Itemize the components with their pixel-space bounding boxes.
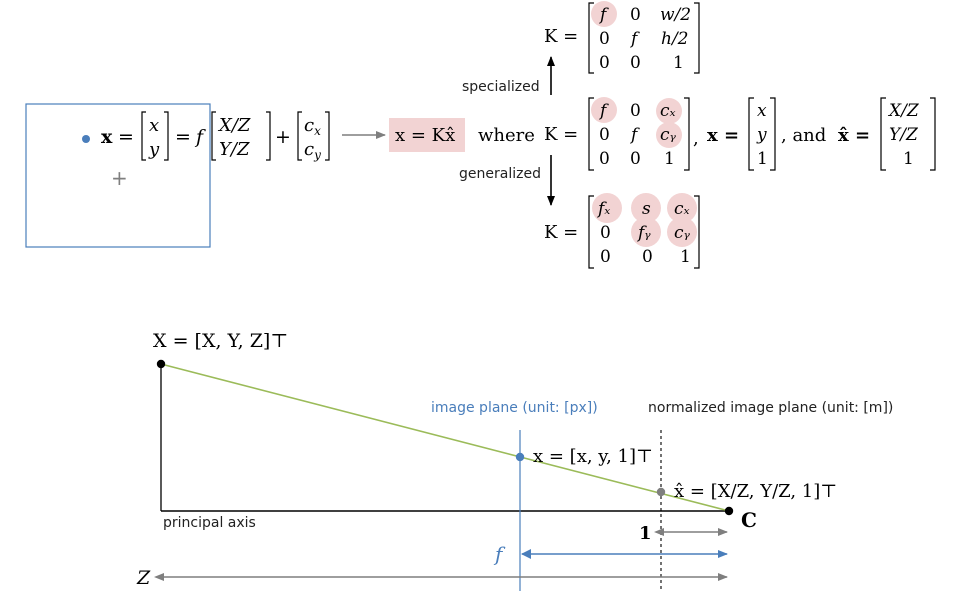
mat-m-20: 0 (599, 149, 610, 169)
focal-length-label: f (493, 542, 506, 566)
mat-s-02: w/2 (660, 5, 691, 25)
K-generalized-label: K = (544, 222, 578, 243)
principal-axis-label: principal axis (163, 515, 256, 531)
camera-center-dot (724, 506, 734, 516)
eq-equals-2: = (175, 126, 191, 148)
projection-ray (160, 363, 730, 512)
eq-cx: c (304, 115, 314, 136)
mat-s-12: h/2 (661, 29, 689, 49)
mat-m-01: 0 (630, 101, 641, 121)
mat-g-22: 1 (680, 247, 691, 267)
eq-f: f (194, 126, 206, 148)
mat-g-20: 0 (600, 247, 611, 267)
image-point (82, 135, 90, 143)
mat-g-00: fₓ (596, 199, 610, 219)
mat-s-21: 0 (630, 53, 641, 73)
eq-equals-1: = (118, 126, 134, 148)
eq-vec-x: x (149, 115, 159, 136)
and-text: , and (781, 125, 826, 146)
matrix-form-box (389, 118, 465, 152)
mat-s-01: 0 (630, 5, 641, 25)
mat-m-11: f (629, 125, 640, 145)
image-frame (25, 103, 211, 248)
eq-cy: c (304, 139, 314, 160)
mat-m-22: 1 (664, 149, 675, 169)
xhat-vec-1: Y/Z (889, 125, 919, 145)
normalized-point-dot (656, 487, 666, 497)
normalized-point-label: x̂ = [X/Z, Y/Z, 1]⊤ (674, 481, 837, 502)
matrix-form-label: x = Kx̂ (395, 125, 455, 146)
eq-x-bold: x (101, 126, 113, 148)
image-plane-label: image plane (unit: [px]) (431, 400, 598, 416)
image-point-label: x = [x, y, 1]⊤ (533, 446, 653, 467)
specialized-label: specialized (462, 79, 540, 95)
mat-s-20: 0 (599, 53, 610, 73)
comma-1: , (693, 128, 699, 149)
xhat-vec-label: x̂ = (838, 125, 870, 146)
principal-point-marker: + (111, 166, 128, 190)
unit-distance-label: 1 (639, 523, 652, 544)
svg-text:cx: cx (304, 115, 321, 138)
depth-label: Z (136, 567, 151, 589)
where-text: where (478, 125, 535, 146)
K-specialized-label: K = (544, 26, 578, 47)
mat-m-10: 0 (599, 125, 610, 145)
svg-text:cy: cy (304, 139, 321, 162)
eq-yz: Y/Z (219, 139, 250, 160)
eq-cy-sub: y (313, 148, 321, 162)
K-middle-label: K = (544, 124, 578, 145)
mat-g-11: fᵧ (636, 223, 651, 243)
eq-vec-y: y (148, 139, 160, 160)
xhat-vec-0: X/Z (887, 101, 920, 121)
world-point-label: X = [X, Y, Z]⊤ (153, 330, 288, 352)
x-vec-1: y (756, 125, 767, 145)
highlight-circles (591, 1, 697, 247)
image-point-dot (515, 452, 525, 462)
mat-m-00: f (598, 101, 609, 121)
mat-g-12: cᵧ (674, 223, 691, 243)
x-vec-0: x (757, 101, 767, 121)
mat-m-21: 0 (630, 149, 641, 169)
mat-s-22: 1 (673, 53, 684, 73)
x-vec-label: x = (707, 125, 739, 146)
eq-plus: + (275, 126, 291, 148)
mat-s-11: f (629, 29, 640, 49)
mat-s-10: 0 (599, 29, 610, 49)
mat-g-21: 0 (642, 247, 653, 267)
camera-center-label: C (741, 508, 757, 532)
world-point-dot (156, 359, 166, 369)
mat-g-02: cₓ (674, 199, 690, 219)
x-vec-2: 1 (757, 149, 768, 169)
mat-m-02: cₓ (660, 101, 676, 121)
eq-cx-sub: x (314, 124, 321, 138)
mat-s-00: f (598, 5, 609, 25)
mat-g-01: s (642, 199, 651, 219)
mat-g-10: 0 (600, 223, 611, 243)
eq-xz: X/Z (217, 115, 251, 136)
xhat-vec-2: 1 (903, 149, 914, 169)
normalized-plane-label: normalized image plane (unit: [m]) (648, 400, 893, 416)
mat-m-12: cᵧ (660, 125, 677, 145)
generalized-label: generalized (459, 166, 541, 182)
projection-equation: x = x y = f X/Z Y/Z + cx cy (101, 111, 330, 162)
